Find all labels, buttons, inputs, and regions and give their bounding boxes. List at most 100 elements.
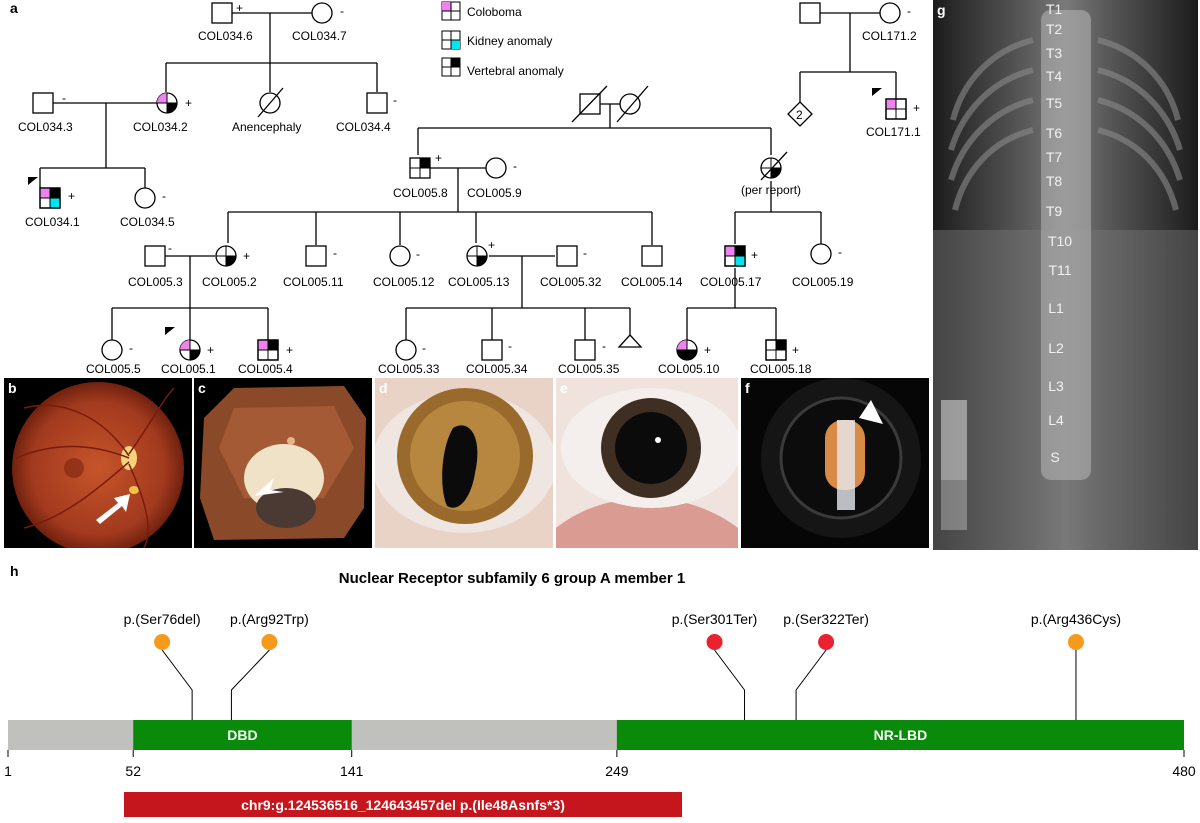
legend-coloboma: Coloboma — [467, 5, 522, 19]
svg-text:COL005.14: COL005.14 — [621, 275, 683, 289]
vertebra-label: L3 — [1048, 378, 1064, 394]
tick-label: 249 — [605, 763, 629, 779]
individual-COL005-19 — [810, 243, 832, 265]
svg-text:+: + — [207, 343, 214, 357]
svg-text:COL034.5: COL034.5 — [120, 215, 175, 229]
svg-text:-: - — [393, 93, 397, 107]
individual-COL005-5 — [101, 339, 123, 361]
svg-text:COL005.2: COL005.2 — [202, 275, 257, 289]
panel-letter-g: g — [937, 2, 946, 18]
photo-letter-d: d — [379, 380, 388, 396]
svg-text:-: - — [838, 245, 842, 259]
svg-text:COL005.10: COL005.10 — [658, 362, 720, 376]
svg-text:COL171.2: COL171.2 — [862, 29, 917, 43]
variant-label: p.(Arg92Trp) — [230, 611, 309, 627]
svg-text:+: + — [185, 96, 192, 110]
svg-text:COL005.13: COL005.13 — [448, 275, 510, 289]
svg-text:COL005.11: COL005.11 — [283, 275, 344, 289]
svg-text:COL005.4: COL005.4 — [238, 362, 293, 376]
deletion-bar — [124, 792, 682, 817]
protein-title: Nuclear Receptor subfamily 6 group A mem… — [339, 570, 686, 587]
vertebra-label: T7 — [1045, 149, 1063, 165]
variant-label: p.(Ser76del) — [124, 611, 201, 627]
svg-text:COL005.9: COL005.9 — [467, 186, 522, 200]
photo-c-fundus-coloboma: c — [194, 378, 372, 548]
photo-letter-e: e — [560, 380, 568, 396]
svg-text:COL034.2: COL034.2 — [133, 120, 188, 134]
svg-text:COL034.1: COL034.1 — [25, 215, 80, 229]
individual-COL005-1 — [179, 339, 201, 361]
photo-letter-c: c — [198, 380, 206, 396]
pedigree-panel: + COL034.6 - COL034.7 - COL034.3 + COL03… — [18, 1, 921, 376]
photo-f-lens: f — [741, 378, 929, 548]
svg-text:-: - — [602, 339, 606, 353]
photo-letter-b: b — [8, 380, 17, 396]
individual-COL005-13 — [466, 245, 488, 267]
svg-text:+: + — [488, 238, 495, 252]
vertebra-label: T9 — [1045, 203, 1063, 219]
vertebra-label: L4 — [1048, 412, 1064, 428]
individual-COL034-5 — [134, 187, 156, 209]
vertebra-label: T3 — [1045, 45, 1063, 61]
svg-text:-: - — [508, 339, 512, 353]
vertebra-label: L1 — [1048, 300, 1064, 316]
tick-label: 1 — [4, 763, 12, 779]
svg-text:-: - — [513, 159, 517, 173]
individual-COL005-18 — [765, 339, 787, 361]
svg-text:COL034.6: COL034.6 — [198, 29, 253, 43]
svg-text:+: + — [704, 343, 711, 357]
svg-text:COL005.34: COL005.34 — [466, 362, 528, 376]
svg-text:COL005.17: COL005.17 — [700, 275, 762, 289]
svg-text:-: - — [168, 241, 172, 255]
svg-text:-: - — [333, 246, 337, 260]
svg-text:COL005.33: COL005.33 — [378, 362, 440, 376]
individual-COL034-6 — [211, 2, 233, 24]
individual-siblings-diamond: 2 — [787, 101, 813, 127]
svg-text:COL005.8: COL005.8 — [393, 186, 448, 200]
individual-anencephaly — [257, 87, 284, 118]
individual-COL005-4 — [257, 339, 279, 361]
domain-nr-lbd — [616, 720, 1184, 750]
svg-text:-: - — [129, 341, 133, 355]
spine-xray: g T1 T2 T3 T4 T5 T6 T7 T8 T9 T10 T11 L1 … — [933, 0, 1198, 550]
deletion-label: chr9:g.124536516_124643457del p.(Ile48As… — [241, 797, 565, 813]
individual-COL005-32 — [556, 245, 578, 267]
individual-COL005-14 — [641, 245, 663, 267]
individual-COL171-1 — [885, 98, 907, 120]
svg-text:COL005.12: COL005.12 — [373, 275, 435, 289]
svg-text:-: - — [340, 4, 344, 18]
panel-letter-h: h — [10, 563, 19, 579]
variant-dot — [818, 634, 835, 650]
photo-b-fundus: b — [4, 378, 192, 548]
svg-text:COL005.5: COL005.5 — [86, 362, 141, 376]
vertebra-label: T1 — [1045, 1, 1063, 17]
svg-text:COL034.4: COL034.4 — [336, 120, 391, 134]
variant-dot — [261, 634, 278, 650]
svg-text:COL005.35: COL005.35 — [558, 362, 620, 376]
vertebra-label: T8 — [1045, 173, 1063, 189]
individual-COL005-11 — [305, 245, 327, 267]
svg-text:COL171.1: COL171.1 — [866, 125, 921, 139]
svg-text:-: - — [583, 246, 587, 260]
domain-dbd — [133, 720, 352, 750]
svg-text:+: + — [286, 343, 293, 357]
svg-text:COL005.32: COL005.32 — [540, 275, 602, 289]
variant-dot — [154, 634, 171, 650]
svg-text:+: + — [435, 151, 442, 165]
svg-text:+: + — [236, 1, 243, 15]
tick-label: 141 — [340, 763, 364, 779]
individual-COL005-grandmother — [616, 85, 649, 123]
variant-stem — [795, 649, 827, 720]
individual-COL005-10 — [676, 339, 698, 361]
variant-dot — [706, 634, 723, 650]
svg-text:COL034.3: COL034.3 — [18, 120, 73, 134]
individual-COL005-per-report — [760, 151, 788, 181]
individual-COL005-grandfather — [571, 85, 608, 123]
svg-text:COL005.19: COL005.19 — [792, 275, 854, 289]
individual-COL005-3 — [144, 245, 166, 267]
variant-label: p.(Ser322Ter) — [783, 611, 869, 627]
svg-text:+: + — [751, 248, 758, 262]
tick-label: 52 — [125, 763, 141, 779]
variant-dot — [1067, 634, 1084, 650]
legend-vertebral: Vertebral anomaly — [467, 64, 564, 78]
